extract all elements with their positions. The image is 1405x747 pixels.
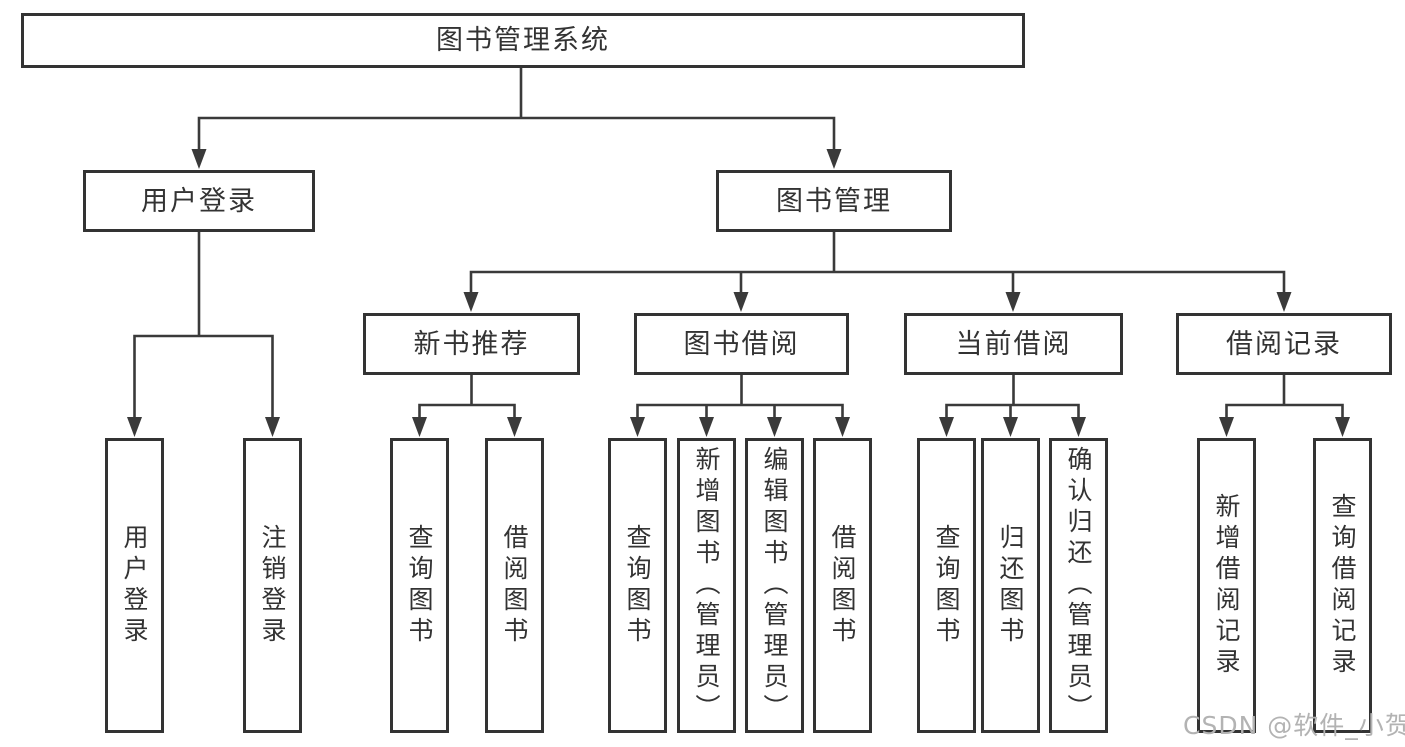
leaf-query-borrow-record: 查询借阅记录 (1313, 438, 1372, 733)
leaf-user-login: 用户登录 (105, 438, 164, 733)
leaf-query-books-borrowing: 查询图书 (608, 438, 667, 733)
node-new-book-recommend-label: 新书推荐 (413, 328, 530, 360)
leaf-query-books-recommend: 查询图书 (390, 438, 449, 733)
leaf-logout-login-label: 注销登录 (258, 523, 287, 648)
node-book-borrowing: 图书借阅 (634, 313, 849, 375)
node-borrowing-records-label: 借阅记录 (1226, 328, 1342, 360)
node-user-login-label: 用户登录 (141, 185, 257, 217)
leaf-return-book: 归还图书 (981, 438, 1040, 733)
leaf-confirm-return-admin-label: 确认归还（管理员） (1064, 446, 1093, 725)
leaf-return-book-label: 归还图书 (996, 523, 1025, 648)
leaf-query-books-recommend-label: 查询图书 (405, 523, 434, 648)
node-new-book-recommend: 新书推荐 (363, 313, 580, 375)
watermark-text: CSDN @软件_小贺同学 (1183, 711, 1405, 740)
node-current-borrowing-label: 当前借阅 (955, 328, 1072, 360)
leaf-edit-book-admin-label: 编辑图书（管理员） (760, 446, 789, 725)
leaf-add-borrow-record: 新增借阅记录 (1197, 438, 1256, 733)
leaf-add-book-admin: 新增图书（管理员） (677, 438, 736, 733)
leaf-borrow-books-recommend-label: 借阅图书 (500, 523, 529, 648)
leaf-borrow-books-label: 借阅图书 (828, 523, 857, 648)
node-book-management: 图书管理 (716, 170, 952, 232)
node-user-login: 用户登录 (83, 170, 315, 232)
leaf-add-book-admin-label: 新增图书（管理员） (692, 446, 721, 725)
leaf-logout-login: 注销登录 (243, 438, 302, 733)
node-root-label: 图书管理系统 (436, 25, 610, 56)
node-book-management-label: 图书管理 (776, 185, 892, 217)
node-borrowing-records: 借阅记录 (1176, 313, 1392, 375)
leaf-query-books-borrowing-label: 查询图书 (623, 523, 652, 648)
leaf-borrow-books: 借阅图书 (813, 438, 872, 733)
node-root: 图书管理系统 (21, 13, 1025, 68)
leaf-edit-book-admin: 编辑图书（管理员） (745, 438, 804, 733)
leaf-borrow-books-recommend: 借阅图书 (485, 438, 544, 733)
node-book-borrowing-label: 图书借阅 (683, 328, 800, 360)
leaf-confirm-return-admin: 确认归还（管理员） (1049, 438, 1108, 733)
leaf-query-borrow-record-label: 查询借阅记录 (1328, 492, 1357, 679)
leaf-add-borrow-record-label: 新增借阅记录 (1212, 492, 1241, 679)
leaf-query-books-current: 查询图书 (917, 438, 976, 733)
node-current-borrowing: 当前借阅 (904, 313, 1123, 375)
leaf-user-login-label: 用户登录 (120, 523, 149, 648)
leaf-query-books-current-label: 查询图书 (932, 523, 961, 648)
